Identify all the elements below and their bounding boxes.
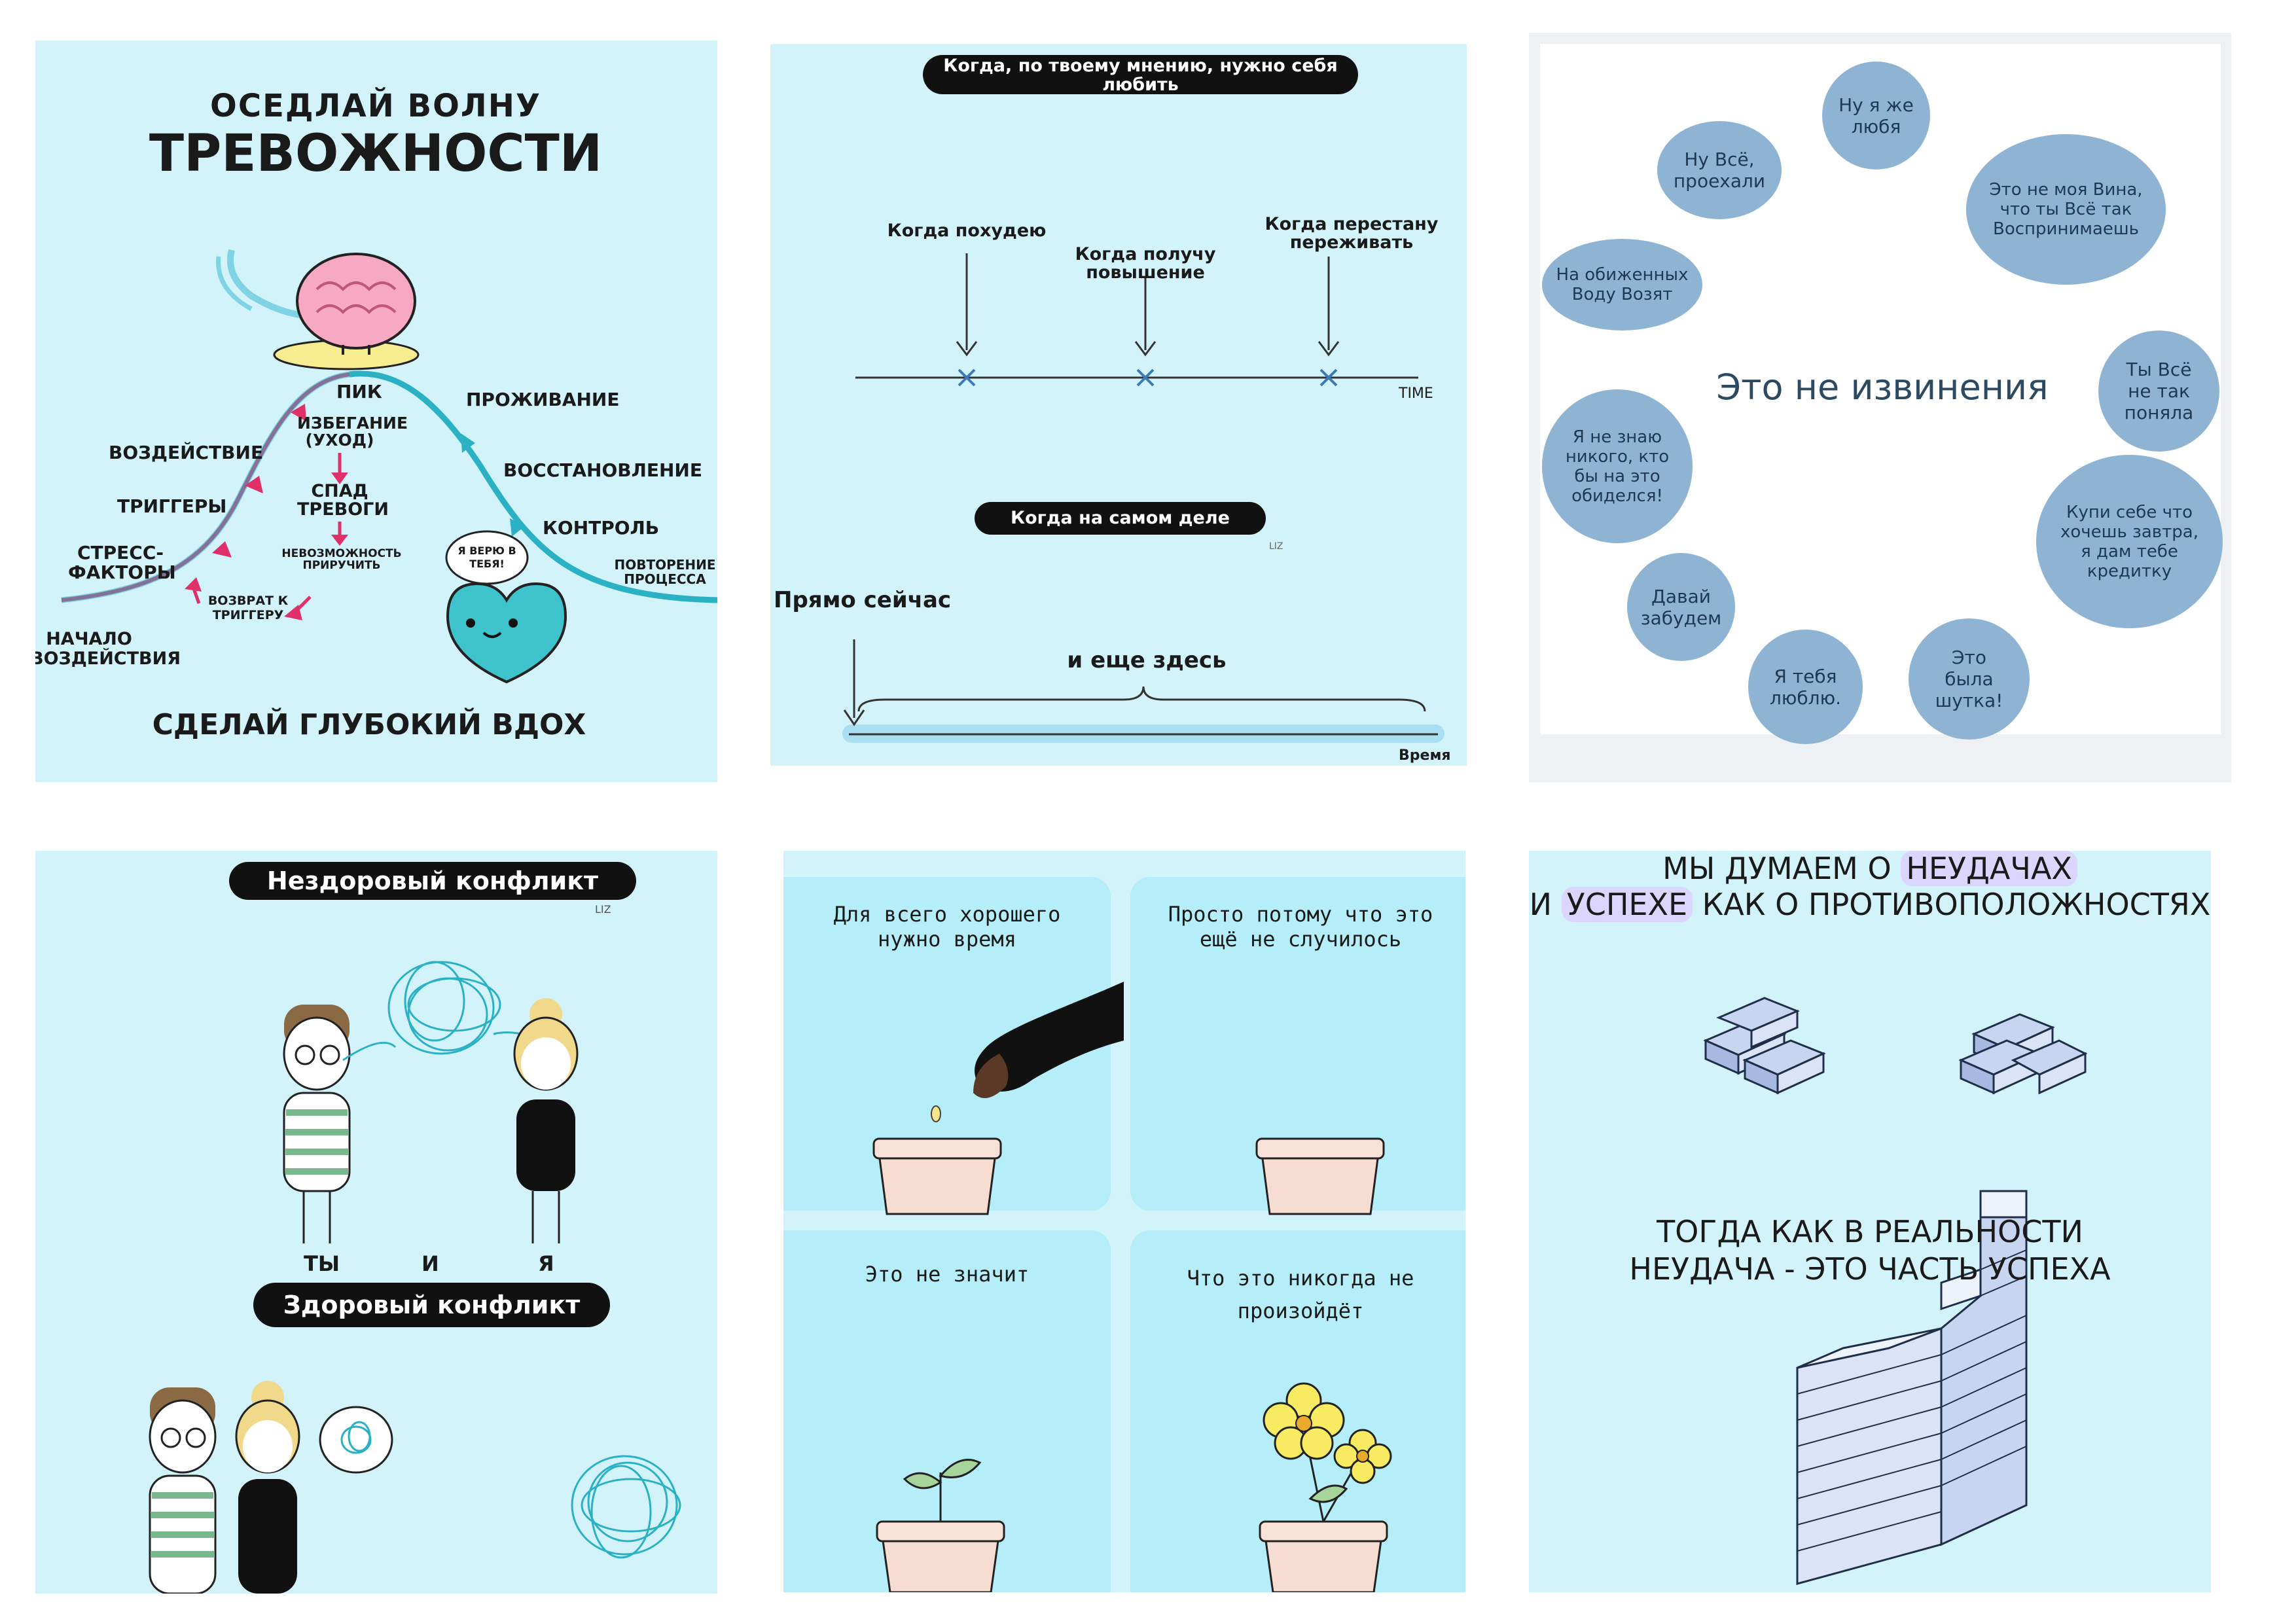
label-repeat: ПОВТОРЕНИЕ ПРОЦЕССА [614, 557, 716, 587]
bricks-illustration [1703, 997, 2088, 1585]
bubble-offended: На обиженных Воду Возят [1542, 239, 1702, 330]
label-living: ПРОЖИВАНИЕ [466, 389, 620, 410]
tile-failure-success[interactable]: МЫ ДУМАЕМ О НЕУДАЧАХ И УСПЕХЕ КАК О ПРОТ… [1529, 851, 2211, 1592]
bubble-nobody-offended: Я не знаю никого, кто бы на это обиделся… [1542, 389, 1693, 543]
bubble-love-you-anyway: Ну я же любя [1822, 62, 1930, 169]
tile-when-love-yourself[interactable]: Когда, по твоему мнению, нужно себя люби… [770, 44, 1467, 766]
tile4-unhealthy-pill: Нездоровый конфликт [229, 862, 636, 900]
bubble-misunderstood: Ты Всё не так поняла [2098, 330, 2219, 452]
tile6-line4: НЕУДАЧА - ЭТО ЧАСТЬ УСПЕХА [1629, 1251, 2111, 1287]
tile-not-apologies[interactable]: Это не извинения Ну я же любя Ну Всё, пр… [1529, 33, 2231, 782]
label-stop-worry: Когда перестану переживать [1265, 214, 1439, 253]
tile2-question-pill: Когда, по твоему мнению, нужно себя люби… [923, 55, 1358, 94]
bubble-not-my-fault: Это не моя Вина, что ты Всё так Восприни… [1966, 134, 2166, 285]
label-triggers: ТРИГГЕРЫ [117, 495, 227, 517]
label-time: TIME [1399, 385, 1433, 402]
tile3-center-text: Это не извинения [1716, 366, 2049, 408]
label-me: Я [538, 1251, 554, 1276]
tile2-actually-pill: Когда на самом деле [975, 502, 1266, 535]
tile1-title-line1: ОСЕДЛАЙ ВОЛНУ [210, 88, 541, 124]
tile6-line1: МЫ ДУМАЕМ О НЕУДАЧАХ [1529, 851, 2211, 886]
bubble-buy-yourself: Купи себе что хочешь завтра, я дам тебе … [2036, 455, 2223, 628]
tile6-line3: ТОГДА КАК В РЕАЛЬНОСТИ [1657, 1214, 2083, 1249]
tile6-line2-text-c: КАК О ПРОТИВОПОЛОЖНОСТЯХ [1693, 887, 2211, 922]
label-control: КОНТРОЛЬ [543, 517, 660, 539]
label-peak: ПИК [336, 381, 382, 402]
bubble-lets-forget: Давай забудем [1627, 553, 1735, 661]
panel1-text: Для всего хорошего нужно время [833, 902, 1061, 952]
label-you: ТЫ [304, 1251, 340, 1276]
highlight-success: УСПЕХЕ [1561, 887, 1693, 922]
label-return-trigger: ВОЗВРАТ К ТРИГГЕРУ [207, 594, 289, 622]
label-lose-weight: Когда похудею [887, 221, 1047, 241]
label-and-here: и еще здесь [1067, 647, 1227, 673]
panel2-text: Просто потому что это ещё не случилось [1168, 902, 1433, 952]
tile1-title-line2: ТРЕВОЖНОСТИ [149, 124, 603, 183]
panel4-text: Что это никогда не произойдёт [1187, 1266, 1414, 1323]
tile-good-things-take-time[interactable]: Для всего хорошего нужно время Просто по… [783, 851, 1465, 1592]
tile-conflict[interactable]: Нездоровый конфликт LIZ [35, 851, 717, 1594]
tile6-line2: И УСПЕХЕ КАК О ПРОТИВОПОЛОЖНОСТЯХ [1529, 887, 2211, 922]
tile6-line2-text-a: И [1529, 887, 1562, 922]
label-avoidance: ИЗБЕГАНИЕ (УХОД) [297, 414, 408, 450]
label-and: И [422, 1251, 439, 1276]
conflict-illustration [149, 961, 681, 1594]
bubble-just-joke: Это была шутка! [1909, 618, 2030, 740]
tile-ride-anxiety-wave[interactable]: ОСЕДЛАЙ ВОЛНУ ТРЕВОЖНОСТИ [35, 41, 717, 782]
label-recovery: ВОССТАНОВЛЕНИЕ [503, 459, 702, 481]
tile2-credit: LIZ [1269, 541, 1283, 552]
highlight-failures: НЕУДАЧАХ [1901, 851, 2077, 886]
anxiety-wave-graphic [61, 249, 717, 684]
label-start: НАЧАЛО ВОЗДЕЙСТВИЯ [35, 629, 181, 669]
timeline-graphic [842, 253, 1444, 743]
tile4-healthy-pill: Здоровый конфликт [253, 1283, 610, 1327]
plant-growth-illustration [872, 982, 1392, 1592]
panel3-text: Это не значит [865, 1262, 1030, 1287]
label-exposure: ВОЗДЕЙСТВИЕ [109, 442, 264, 463]
bubble-believe: Я ВЕРЮ В ТЕБЯ! [457, 544, 516, 570]
label-stress-factors: СТРЕСС-ФАКТОРЫ [68, 542, 176, 583]
label-right-now: Прямо сейчас [774, 587, 952, 613]
tile6-line1-text: МЫ ДУМАЕМ О [1662, 851, 1901, 886]
tile4-credit: LIZ [595, 903, 611, 916]
label-impossible: НЕВОЗМОЖНОСТЬ ПРИРУЧИТЬ [281, 547, 402, 572]
bubble-lets-move-on: Ну Всё, проехали [1657, 121, 1782, 219]
tile1-footer: СДЕЛАЙ ГЛУБОКИЙ ВДОХ [152, 708, 586, 741]
label-promotion: Когда получу повышение [1075, 244, 1216, 283]
bubble-i-love-you: Я тебя люблю. [1748, 630, 1863, 744]
label-decline: СПАД ТРЕВОГИ [297, 481, 389, 520]
label-time-ru: Время [1399, 747, 1451, 764]
